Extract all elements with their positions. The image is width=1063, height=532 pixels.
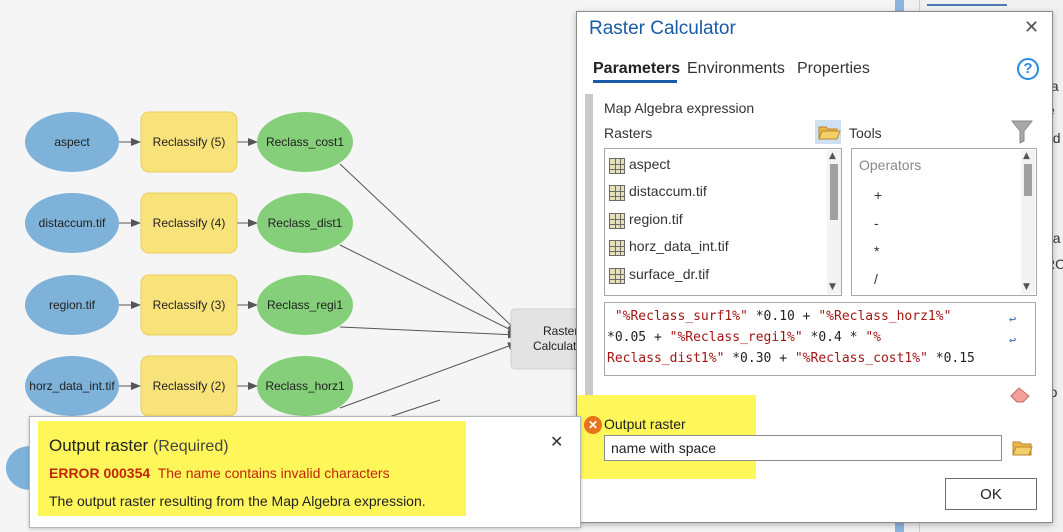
- output-node-label: Reclass_horz1: [265, 379, 345, 393]
- line-wrap-icon: ↩: [1009, 312, 1017, 326]
- input-node[interactable]: distaccum.tif: [25, 193, 119, 253]
- close-icon[interactable]: ✕: [550, 432, 564, 451]
- expression-editor[interactable]: "%Reclass_surf1%" *0.10 + "%Reclass_horz…: [604, 302, 1036, 376]
- tool-node-label: Reclassify (4): [153, 216, 226, 230]
- error-icon[interactable]: ✕: [584, 416, 602, 434]
- dialog-scrollbar[interactable]: [585, 94, 593, 424]
- required-label: (Required): [152, 438, 229, 455]
- input-node-label: distaccum.tif: [39, 216, 106, 230]
- close-icon[interactable]: ✕: [1024, 17, 1040, 38]
- filter-icon[interactable]: [1010, 119, 1034, 149]
- tooltip-title-text: Output raster: [49, 436, 149, 455]
- rasters-label: Rasters: [604, 125, 653, 141]
- raster-calculator-node[interactable]: Raster Calculato: [510, 308, 584, 370]
- input-node[interactable]: region.tif: [25, 275, 119, 335]
- scroll-down-icon[interactable]: ▼: [1023, 282, 1030, 292]
- expression-token: *0.05 +: [607, 330, 670, 345]
- input-node-label: horz_data_int.tif: [29, 379, 115, 393]
- expression-token: "%Reclass_horz1%": [818, 309, 952, 324]
- tab-parameters[interactable]: Parameters: [593, 60, 681, 77]
- active-tab-indicator: [593, 80, 677, 83]
- error-code: ERROR 000354: [49, 465, 151, 481]
- scroll-up-icon[interactable]: ▲: [829, 151, 836, 161]
- tools-label: Tools: [849, 125, 882, 141]
- eraser-icon[interactable]: [1009, 386, 1031, 408]
- tool-node-label: Reclassify (3): [153, 298, 226, 312]
- expression-line: "%Reclass_surf1%" *0.10 + "%Reclass_horz…: [607, 306, 1009, 327]
- input-node-label: region.tif: [49, 298, 96, 312]
- expression-token: "%Reclass_regi1%": [669, 330, 803, 345]
- output-raster-input[interactable]: [604, 435, 1002, 461]
- expression-token: "%: [865, 330, 881, 345]
- output-node[interactable]: Reclass_regi1: [257, 275, 353, 335]
- folder-icon[interactable]: [815, 120, 841, 144]
- expression-line: Reclass_dist1%" *0.30 + "%Reclass_cost1%…: [607, 348, 1009, 369]
- reclassify-node[interactable]: Reclassify (3): [140, 274, 238, 336]
- expression-token: *0.4 *: [802, 330, 866, 345]
- operator-minus[interactable]: -: [874, 215, 879, 231]
- error-tooltip: Output raster (Required) ERROR 000354 Th…: [29, 416, 581, 528]
- raster-icon: [609, 185, 625, 201]
- tab-environments[interactable]: Environments: [687, 60, 785, 77]
- reclassify-node[interactable]: Reclassify (4): [140, 192, 238, 254]
- output-node[interactable]: Reclass_cost1: [257, 112, 353, 172]
- reclassify-node[interactable]: Reclassify (5): [140, 111, 238, 173]
- expression-token: *0.15: [927, 351, 975, 366]
- tool-node-label: Reclassify (2): [153, 379, 226, 393]
- raster-icon: [609, 158, 625, 174]
- tab-properties[interactable]: Properties: [797, 60, 870, 77]
- tooltip-highlight: [38, 421, 466, 516]
- line-wrap-icon: ↩: [1009, 333, 1017, 347]
- error-message: ERROR 000354 The name contains invalid c…: [49, 465, 390, 481]
- expression-line: *0.05 + "%Reclass_regi1%" *0.4 * "%: [607, 327, 1009, 348]
- reclassify-node[interactable]: Reclassify (2): [140, 355, 238, 417]
- map-algebra-label: Map Algebra expression: [604, 100, 755, 116]
- expression-token: "%Reclass_cost1%": [794, 351, 928, 366]
- error-text: The name contains invalid characters: [157, 465, 390, 481]
- output-node[interactable]: Reclass_horz1: [257, 356, 353, 416]
- raster-calculator-dialog: Raster Calculator ✕ Parameters Environme…: [576, 11, 1053, 523]
- input-node[interactable]: aspect: [25, 112, 119, 172]
- raster-icon: [609, 213, 625, 229]
- expression-token: *0.30 +: [724, 351, 795, 366]
- input-node-label: aspect: [54, 135, 90, 149]
- help-icon[interactable]: ?: [1017, 58, 1039, 80]
- operators-header: Operators: [859, 157, 922, 173]
- raster-icon: [609, 268, 625, 284]
- tool-node-label: Reclassify (5): [153, 135, 226, 149]
- output-node-label: Reclass_dist1: [268, 216, 343, 230]
- output-node-label: Reclass_regi1: [267, 298, 343, 312]
- output-raster-label: Output raster: [604, 416, 686, 432]
- operator-divide[interactable]: /: [874, 271, 878, 287]
- tools-list[interactable]: Operators + - * / ▲ ▼: [851, 148, 1037, 296]
- operator-plus[interactable]: +: [874, 187, 883, 203]
- output-node-label: Reclass_cost1: [266, 135, 344, 149]
- tooltip-description: The output raster resulting from the Map…: [49, 493, 426, 509]
- scroll-down-icon[interactable]: ▼: [829, 282, 836, 292]
- ok-button[interactable]: OK: [945, 478, 1037, 510]
- expression-token: Reclass_dist1%": [607, 351, 725, 366]
- output-node[interactable]: Reclass_dist1: [257, 193, 353, 253]
- input-node[interactable]: horz_data_int.tif: [25, 356, 119, 416]
- dialog-title: Raster Calculator: [589, 18, 736, 39]
- folder-icon[interactable]: [1011, 438, 1033, 462]
- tools-scrollbar[interactable]: ▲ ▼: [1021, 150, 1035, 294]
- expression-token: *0.10 +: [747, 309, 819, 324]
- scroll-up-icon[interactable]: ▲: [1023, 151, 1030, 161]
- raster-icon: [609, 240, 625, 256]
- calculator-label-line1: Raster: [543, 324, 578, 338]
- expression-token: [607, 309, 615, 324]
- expression-token: "%Reclass_surf1%": [614, 309, 748, 324]
- operator-multiply[interactable]: *: [874, 243, 880, 259]
- rasters-list[interactable]: aspect distaccum.tif region.tif horz_dat…: [604, 148, 842, 296]
- calculator-label-line2: Calculato: [533, 339, 583, 353]
- tooltip-title: Output raster (Required): [49, 436, 229, 456]
- rasters-scrollbar[interactable]: ▲ ▼: [827, 150, 841, 294]
